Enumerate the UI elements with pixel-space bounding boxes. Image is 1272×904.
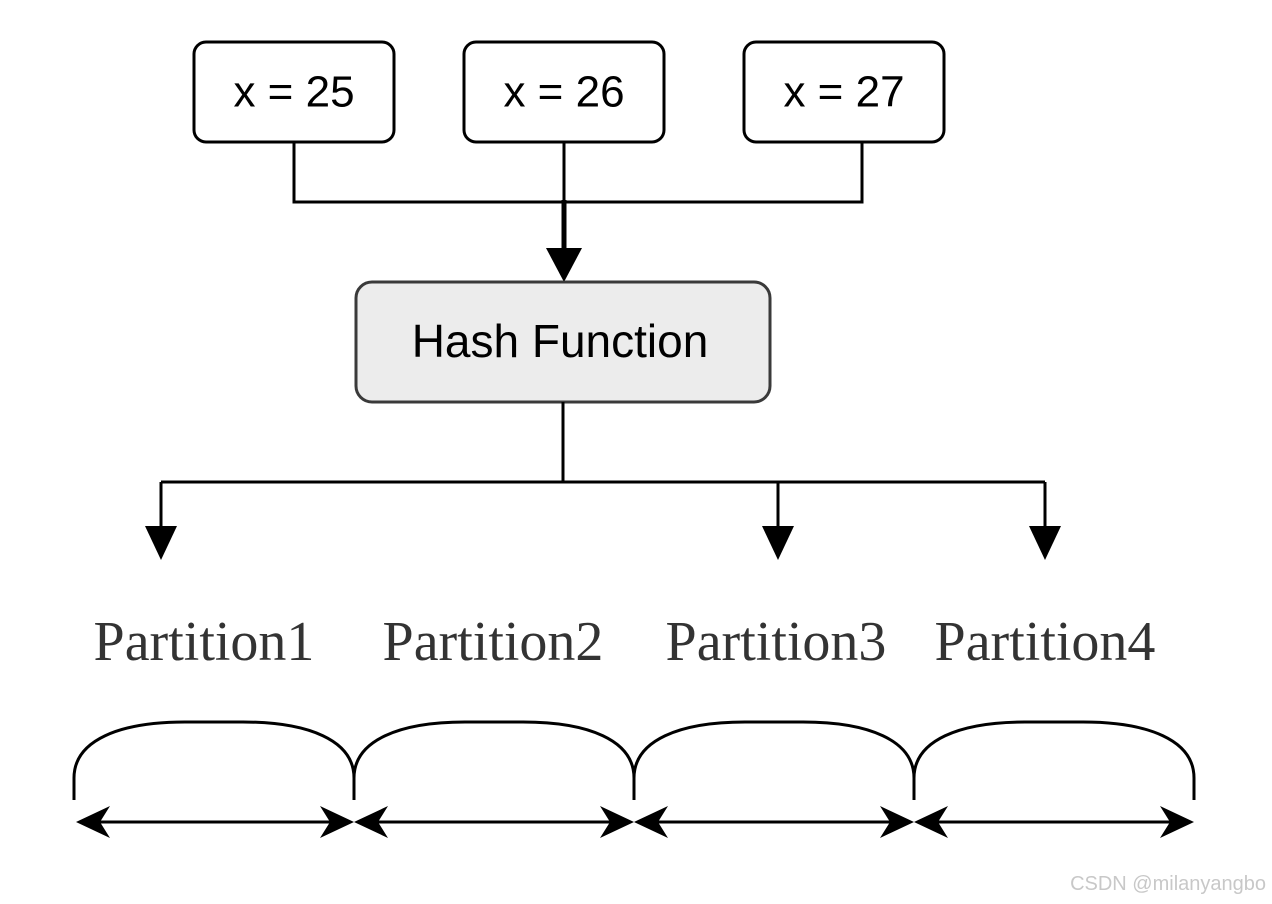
range-arrow-partition4 [914,806,1194,838]
arrowhead-partition3 [762,526,794,560]
partition-label-3: Partition3 [666,611,887,673]
partition-arrowheads [145,526,1061,560]
connector-input-3 [564,142,864,204]
partition-label-4: Partition4 [935,611,1156,673]
hash-function-label: Hash Function [412,315,709,367]
input-box-1-label: x = 25 [233,68,354,117]
input-box-3: x = 27 [742,40,946,144]
connector-input-1 [292,142,564,204]
arc-partition2 [352,720,636,800]
partition-connectors [159,402,1047,530]
input-box-2: x = 26 [462,40,666,144]
arrowhead-partition4 [1029,526,1061,560]
arrow-to-hash [546,200,582,282]
partition-arcs [72,720,1196,800]
arc-partition1 [72,720,356,800]
hash-function-box: Hash Function [354,280,772,404]
input-box-3-label: x = 27 [783,68,904,117]
partition-label-1: Partition1 [94,611,315,673]
arrowhead-partition1 [145,526,177,560]
arc-partition4 [912,720,1196,800]
input-box-1: x = 25 [192,40,396,144]
watermark: CSDN @milanyangbo [1070,873,1266,895]
range-arrows [76,806,1194,838]
input-connectors [292,142,864,204]
range-arrow-partition2 [354,806,634,838]
partition-label-2: Partition2 [383,611,604,673]
arc-partition3 [632,720,916,800]
range-arrow-partition3 [634,806,914,838]
range-arrow-partition1 [76,806,354,838]
input-box-2-label: x = 26 [503,68,624,117]
